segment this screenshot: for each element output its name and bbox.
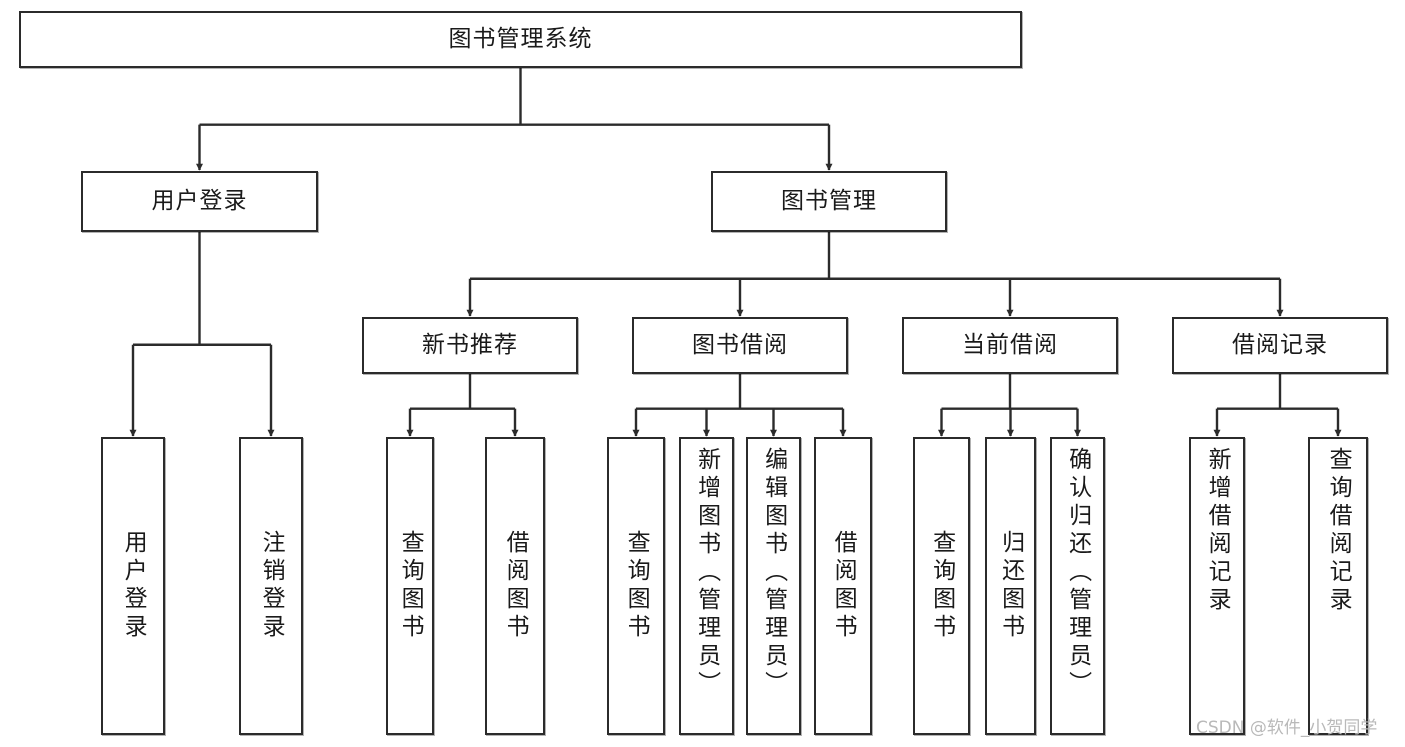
node-leaf-return-book[interactable]: 归还图书 — [985, 437, 1036, 735]
node-leaf-borrow-book-recommend[interactable]: 借阅图书 — [485, 437, 545, 735]
node-leaf-add-borrow-record-label: 新增借阅记录 — [1204, 447, 1231, 615]
node-leaf-user-logout[interactable]: 注销登录 — [239, 437, 303, 735]
node-leaf-edit-book-label: 编辑图书（管理员） — [760, 447, 787, 699]
node-leaf-return-book-label: 归还图书 — [997, 530, 1024, 642]
node-current-borrow[interactable]: 当前借阅 — [902, 317, 1118, 374]
node-leaf-user-logout-label: 注销登录 — [258, 530, 285, 642]
node-leaf-borrow-book[interactable]: 借阅图书 — [814, 437, 872, 735]
node-user-login[interactable]: 用户登录 — [81, 171, 318, 232]
node-book-manage-label: 图书管理 — [781, 187, 877, 214]
csdn-watermark: CSDN @软件_小贺同学 — [1196, 718, 1378, 738]
node-leaf-query-borrow-record[interactable]: 查询借阅记录 — [1308, 437, 1368, 735]
node-leaf-add-borrow-record[interactable]: 新增借阅记录 — [1189, 437, 1245, 735]
node-borrow-record[interactable]: 借阅记录 — [1172, 317, 1388, 374]
node-leaf-user-login[interactable]: 用户登录 — [101, 437, 165, 735]
node-leaf-add-book[interactable]: 新增图书（管理员） — [679, 437, 734, 735]
node-new-book-recommend[interactable]: 新书推荐 — [362, 317, 578, 374]
node-new-book-recommend-label: 新书推荐 — [422, 331, 518, 358]
node-book-borrow-label: 图书借阅 — [692, 331, 788, 358]
node-leaf-query-borrow-record-label: 查询借阅记录 — [1325, 447, 1352, 615]
node-book-manage[interactable]: 图书管理 — [711, 171, 947, 232]
node-leaf-query-book-recommend[interactable]: 查询图书 — [386, 437, 434, 735]
node-leaf-add-book-label: 新增图书（管理员） — [693, 447, 720, 699]
node-leaf-user-login-label: 用户登录 — [120, 530, 147, 642]
node-leaf-query-book-borrow[interactable]: 查询图书 — [607, 437, 665, 735]
node-leaf-borrow-book-label: 借阅图书 — [830, 530, 857, 642]
node-root-label: 图书管理系统 — [448, 25, 593, 52]
node-leaf-confirm-return[interactable]: 确认归还（管理员） — [1050, 437, 1105, 735]
node-user-login-label: 用户登录 — [151, 187, 248, 214]
node-root[interactable]: 图书管理系统 — [19, 11, 1022, 68]
node-leaf-edit-book[interactable]: 编辑图书（管理员） — [746, 437, 801, 735]
node-borrow-record-label: 借阅记录 — [1232, 331, 1328, 358]
node-leaf-borrow-book-recommend-label: 借阅图书 — [502, 530, 529, 642]
node-current-borrow-label: 当前借阅 — [962, 331, 1058, 358]
node-book-borrow[interactable]: 图书借阅 — [632, 317, 848, 374]
node-leaf-query-book-current-label: 查询图书 — [928, 530, 955, 642]
node-leaf-confirm-return-label: 确认归还（管理员） — [1064, 447, 1091, 699]
node-leaf-query-book-current[interactable]: 查询图书 — [913, 437, 970, 735]
node-leaf-query-book-recommend-label: 查询图书 — [397, 530, 424, 642]
node-leaf-query-book-borrow-label: 查询图书 — [623, 530, 650, 642]
